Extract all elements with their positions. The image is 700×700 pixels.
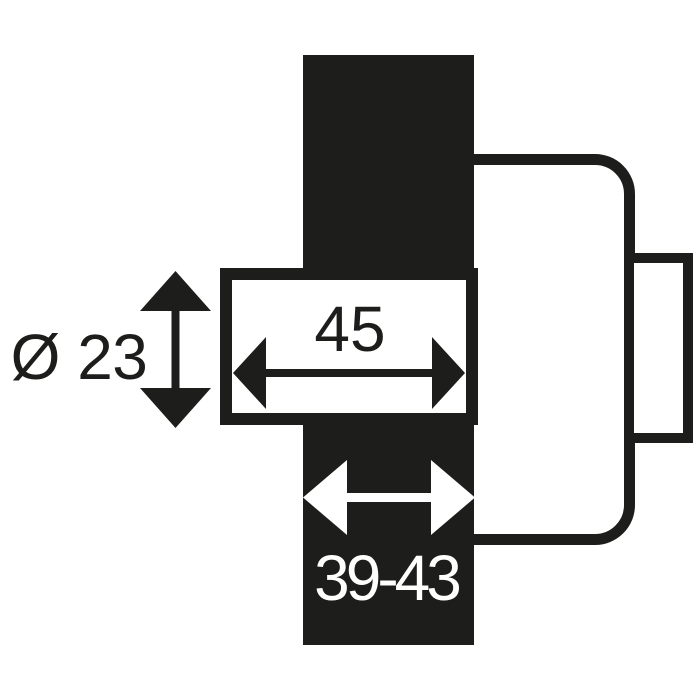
horizontal-double-arrow-icon: [233, 337, 465, 409]
vertical-double-arrow-icon: [140, 271, 211, 428]
backset-dimension-label: 39-43: [314, 542, 462, 614]
horizontal-double-arrow-icon: [303, 460, 475, 535]
diameter-dimension-label: Ø 23: [10, 321, 148, 393]
spindle-tab-outline: [624, 253, 693, 443]
length-dimension-label: 45: [314, 293, 386, 365]
